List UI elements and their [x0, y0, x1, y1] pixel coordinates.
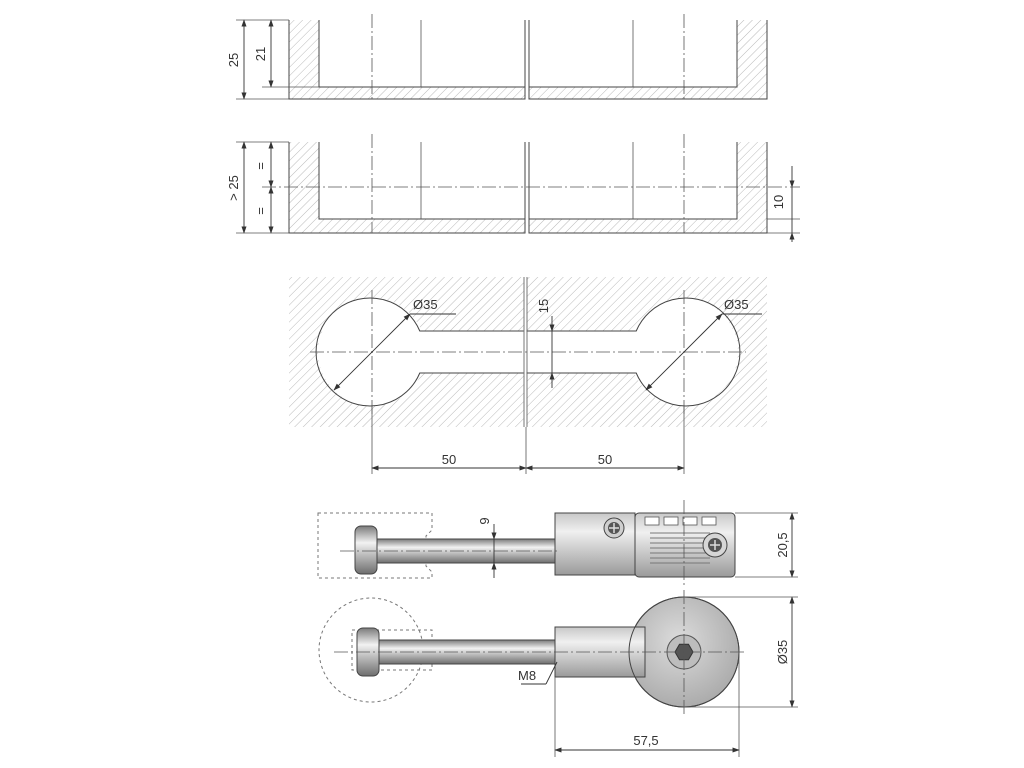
- dim-equal-upper: =: [253, 162, 268, 170]
- section-view-pocket-depth: 25 21: [226, 14, 768, 100]
- dim-spacing-left: 50: [442, 452, 456, 467]
- dim-overall-length: 57,5: [633, 733, 658, 748]
- dim-thread: M8: [518, 668, 536, 683]
- dim-depth-pocket: 21: [253, 47, 268, 61]
- connector-side-view: 9 20,5: [317, 500, 798, 585]
- dim-spacing-right: 50: [598, 452, 612, 467]
- connector-top-view: M8 Ø35 57,5: [318, 590, 798, 757]
- dim-channel-width: 15: [536, 299, 551, 313]
- dim-depth-min: > 25: [226, 175, 241, 201]
- dim-bolt-width: 9: [477, 517, 492, 524]
- dim-housing-height: 20,5: [775, 532, 790, 557]
- dim-center-offset: 10: [771, 195, 786, 209]
- dim-equal-lower: =: [253, 207, 268, 215]
- section-view-thick-worktop: > 25 = = 10: [226, 134, 800, 242]
- dim-housing-diameter: Ø35: [775, 640, 790, 665]
- dim-hole-diameter-left: Ø35: [413, 297, 438, 312]
- dim-hole-diameter-right: Ø35: [724, 297, 749, 312]
- dim-depth-total: 25: [226, 53, 241, 67]
- plan-view-pocket: Ø35 Ø35 15 50 50: [289, 277, 767, 474]
